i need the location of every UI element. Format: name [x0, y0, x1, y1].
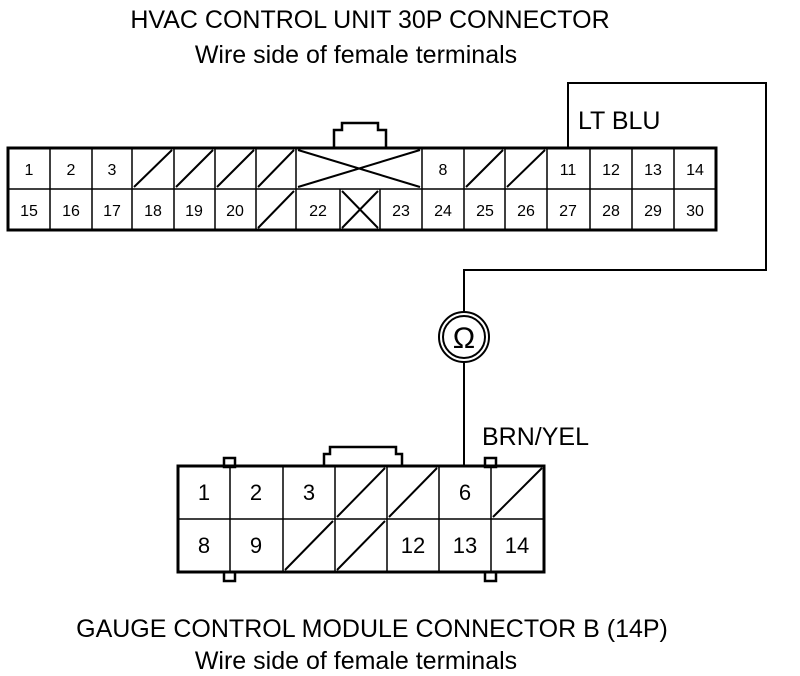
hvac-pin-14: 14	[686, 162, 704, 179]
wire-color-brn-yel: BRN/YEL	[482, 423, 589, 451]
gauge-pin-1: 1	[198, 480, 210, 505]
ohm-symbol: Ω	[453, 322, 475, 355]
wire-color-lt-blu: LT BLU	[578, 107, 660, 135]
hvac-connector-subtitle: Wire side of female terminals	[195, 41, 517, 69]
hvac-pin-24: 24	[434, 203, 452, 220]
hvac-pin-28: 28	[602, 203, 620, 220]
hvac-pin-30: 30	[686, 203, 704, 220]
hvac-pin-2: 2	[67, 162, 76, 179]
gauge-pin-9: 9	[250, 533, 262, 558]
hvac-pin-1: 1	[25, 162, 34, 179]
hvac-pin-25: 25	[476, 203, 494, 220]
gauge-pin-2: 2	[250, 480, 262, 505]
gauge-pin-3: 3	[303, 480, 315, 505]
hvac-lock-tab	[332, 121, 388, 148]
hvac-pin-12: 12	[602, 162, 620, 179]
gauge-pin-12: 12	[401, 533, 425, 558]
hvac-pin-3: 3	[108, 162, 117, 179]
hvac-pin-26: 26	[517, 203, 535, 220]
lt-blu-wire	[463, 82, 767, 312]
gauge-pin-6: 6	[459, 480, 471, 505]
gauge-lock-tab	[322, 445, 404, 466]
hvac-pin-19: 19	[185, 203, 203, 220]
gauge-pin-13: 13	[453, 533, 477, 558]
hvac-row1-dividers	[49, 148, 675, 189]
hvac-connector-title: HVAC CONTROL UNIT 30P CONNECTOR	[130, 6, 609, 34]
hvac-pin-18: 18	[144, 203, 162, 220]
test-circuit: Ω LT BLU BRN/YEL	[438, 82, 767, 466]
hvac-pin-17: 17	[103, 203, 121, 220]
gauge-pin-8: 8	[198, 533, 210, 558]
hvac-pin-15: 15	[20, 203, 38, 220]
gauge-dividers	[229, 466, 492, 572]
hvac-pin-8: 8	[439, 162, 448, 179]
hvac-pin-20: 20	[226, 203, 244, 220]
ohmmeter-icon: Ω	[438, 311, 490, 363]
hvac-pin-13: 13	[644, 162, 662, 179]
hvac-row2-unused-cavities	[257, 190, 379, 229]
gauge-connector-title: GAUGE CONTROL MODULE CONNECTOR B (14P)	[76, 615, 668, 643]
gauge-unused-cavities	[284, 467, 543, 571]
hvac-row1-unused-cavities	[133, 149, 546, 188]
hvac-pin-29: 29	[644, 203, 662, 220]
gauge-pin-14: 14	[505, 533, 529, 558]
hvac-pin-11: 11	[560, 162, 577, 179]
hvac-row2-dividers	[49, 189, 675, 230]
hvac-pin-27: 27	[559, 203, 577, 220]
gauge-connector-subtitle: Wire side of female terminals	[195, 647, 517, 675]
hvac-pin-16: 16	[62, 203, 80, 220]
hvac-pin-22: 22	[309, 203, 327, 220]
gauge-connector: 1 2 3 6 8 9 12 13 14	[176, 445, 546, 583]
hvac-connector: 1 2 3 8 11 12 13 14	[6, 121, 718, 232]
hvac-pin-23: 23	[392, 203, 410, 220]
